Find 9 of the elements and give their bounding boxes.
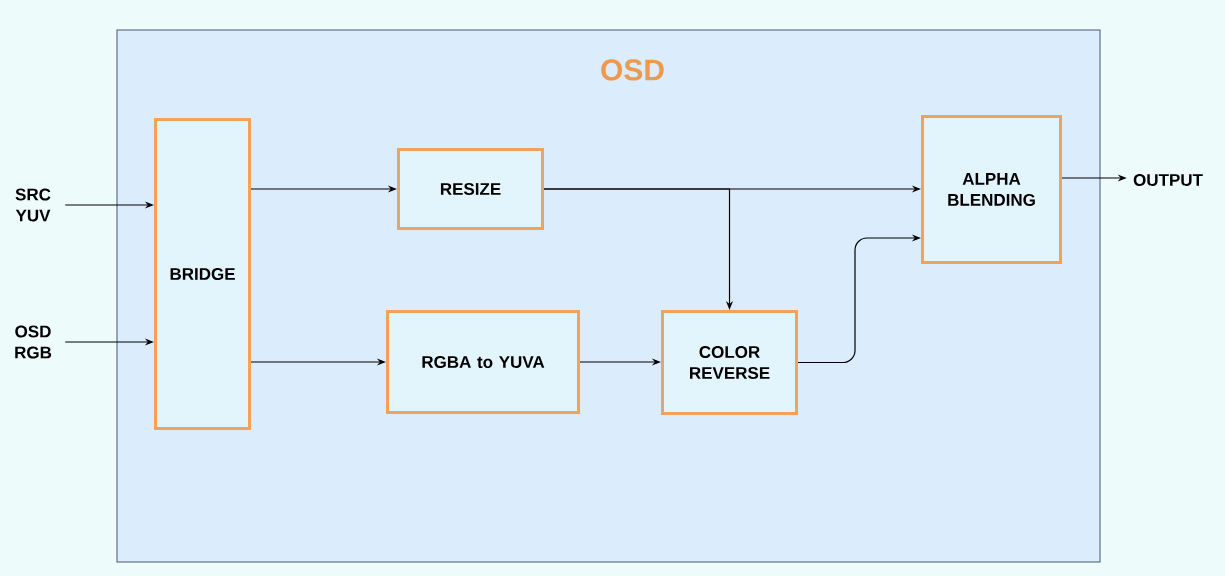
container-title: OSD: [601, 59, 664, 81]
process-box: ALPHA BLENDING: [921, 115, 1062, 264]
signal-label: OSD RGB: [15, 325, 52, 359]
signal-label: OUTPUT: [1133, 174, 1203, 186]
process-box: RGBA to YUVA: [386, 310, 580, 414]
process-box: COLOR REVERSE: [661, 310, 798, 415]
process-box: BRIDGE: [154, 118, 251, 430]
process-box: RESIZE: [397, 148, 544, 230]
signal-label: SRC YUV: [15, 188, 51, 222]
